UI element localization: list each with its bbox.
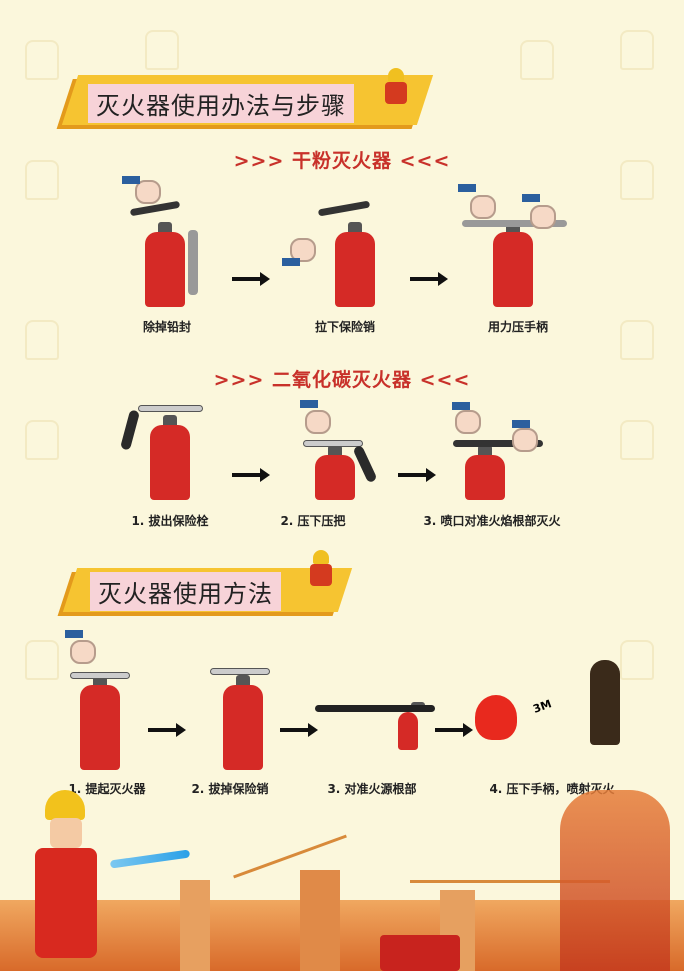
arrow-right-icon	[232, 468, 270, 482]
firefighter-mascot-icon	[305, 550, 335, 592]
co2-title: >>> 二氧化碳灭火器 <<<	[213, 369, 471, 391]
fire-icon	[475, 695, 517, 740]
section-title: 灭火器使用方法	[90, 572, 281, 611]
extinguisher-icon	[223, 675, 263, 770]
hand-icon	[305, 410, 331, 434]
extinguisher-icon	[465, 445, 505, 500]
firefighters-silhouette	[560, 790, 670, 971]
water-spray-icon	[109, 849, 191, 869]
dry-powder-title: >>> 干粉灭火器 <<<	[233, 150, 451, 172]
fire-truck-icon	[380, 935, 460, 971]
distance-label: 3M	[531, 697, 554, 716]
extinguisher-icon	[335, 222, 375, 307]
step-label: 1. 拔出保险栓	[131, 514, 209, 528]
step-label: 2. 压下压把	[280, 514, 346, 528]
step-label: 3. 喷口对准火焰根部灭火	[423, 514, 561, 528]
firefighter-mascot-icon	[380, 68, 410, 110]
step-label: 拉下保险销	[314, 320, 376, 334]
extinguisher-icon	[150, 415, 190, 500]
step-label: 3. 对准火源根部	[327, 782, 417, 796]
step-label: 用力压手柄	[487, 320, 549, 334]
section-title: 灭火器使用办法与步骤	[88, 84, 354, 123]
hand-icon	[455, 410, 481, 434]
step-label: 1. 提起灭火器	[68, 782, 146, 796]
extinguisher-icon	[80, 675, 120, 770]
arrow-right-icon	[148, 723, 186, 737]
arrow-right-icon	[398, 468, 436, 482]
arrow-right-icon	[435, 723, 473, 737]
hand-icon	[290, 238, 316, 262]
step-label: 2. 拔掉保险销	[191, 782, 269, 796]
extinguisher-icon	[315, 445, 355, 500]
hand-icon	[135, 180, 161, 204]
hand-icon	[530, 205, 556, 229]
arrow-right-icon	[410, 272, 448, 286]
hand-icon	[512, 428, 538, 452]
extinguisher-icon	[493, 222, 533, 307]
person-spraying-icon	[590, 660, 620, 745]
hand-icon	[70, 640, 96, 664]
arrow-right-icon	[280, 723, 318, 737]
extinguisher-icon	[145, 222, 185, 307]
step-label: 除掉铅封	[142, 320, 192, 334]
firefighter-with-hose-illustration	[30, 790, 110, 960]
arrow-right-icon	[232, 272, 270, 286]
extinguisher-icon	[398, 702, 425, 750]
hand-icon	[470, 195, 496, 219]
